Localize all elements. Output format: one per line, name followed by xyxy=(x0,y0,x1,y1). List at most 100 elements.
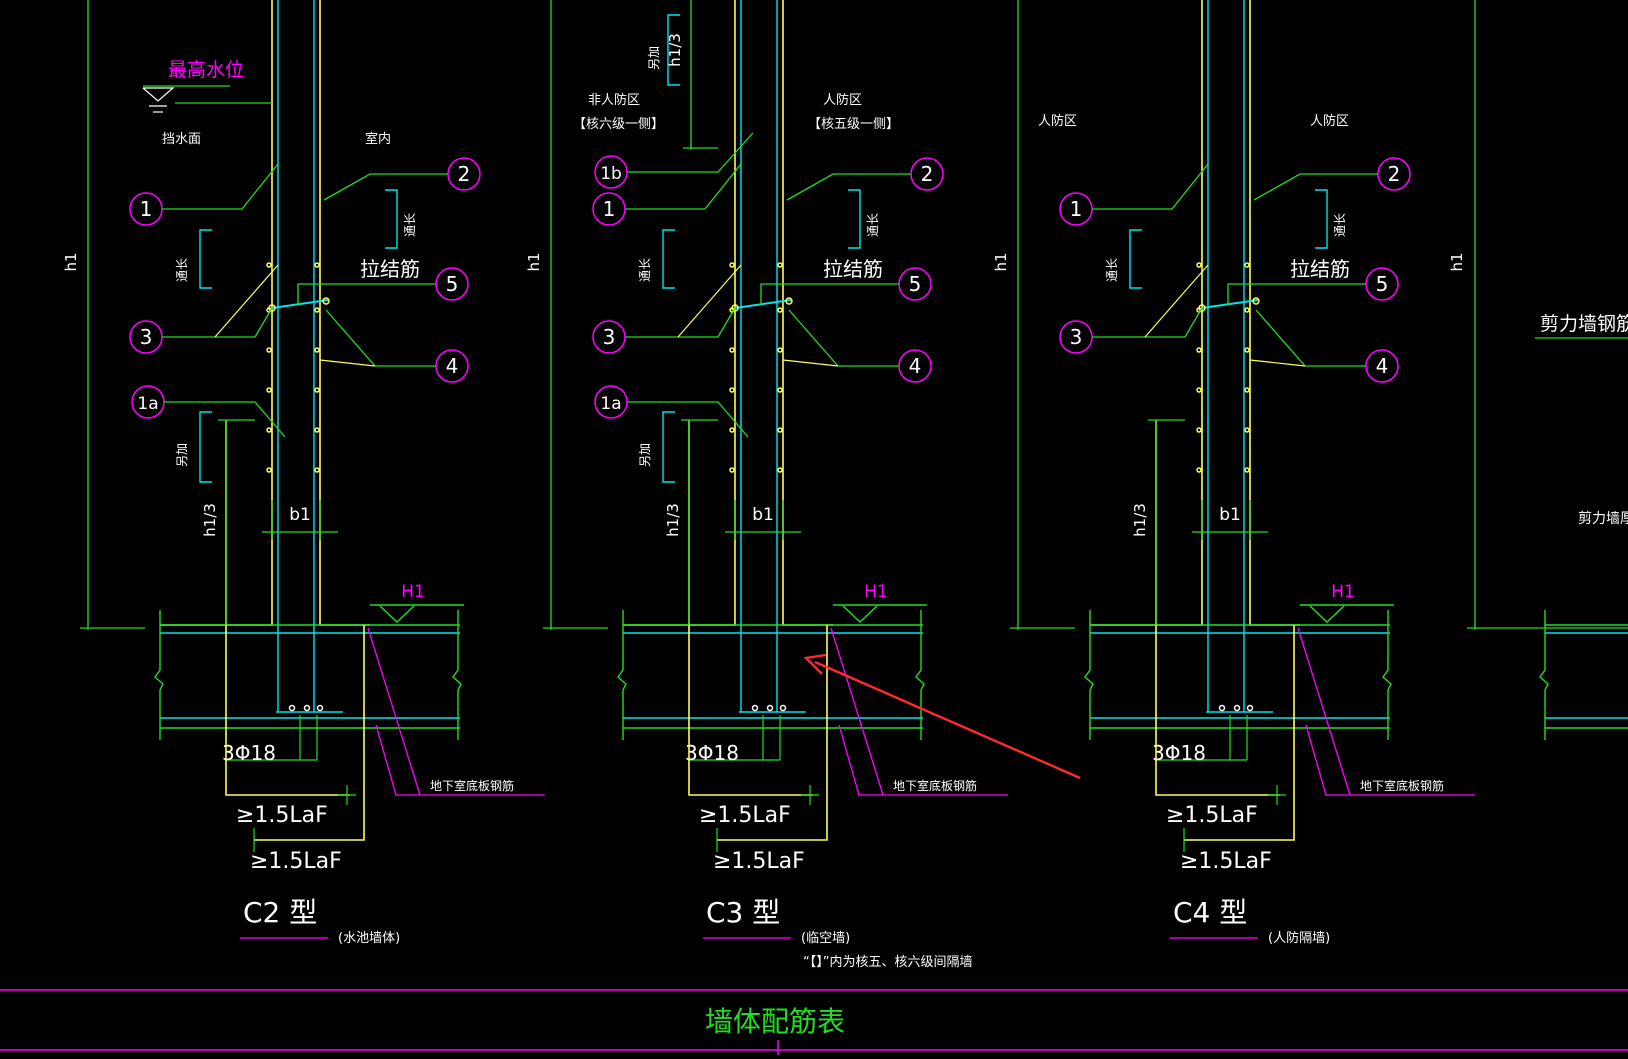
detail-type-label: C4 型 xyxy=(1173,896,1247,929)
length-bracket xyxy=(199,229,212,289)
rebar-dot xyxy=(729,467,735,473)
rebar-dot xyxy=(314,387,320,393)
arrow-head xyxy=(803,653,827,675)
b1-label: b1 xyxy=(289,505,311,525)
callout-2-number: 2 xyxy=(458,162,471,186)
detail-note: (水池墙体) xyxy=(338,931,400,946)
tie-end xyxy=(1252,297,1260,305)
level-triangle xyxy=(1309,605,1345,623)
slab-leader xyxy=(1297,627,1351,796)
callout-leader xyxy=(786,173,911,201)
length-bracket xyxy=(1315,189,1328,249)
anchor-bar-2 xyxy=(717,625,828,841)
rebar-dot xyxy=(777,427,783,433)
callout-leader xyxy=(625,163,742,210)
h13-label: h1/3 xyxy=(1131,503,1149,537)
rebar-dot xyxy=(266,262,272,268)
water-side-label: 挡水面 xyxy=(162,132,201,147)
anchorage-label: ≥1.5LaF xyxy=(250,849,342,874)
bars-label: 3Φ18 xyxy=(222,741,276,765)
anchorage-label: ≥1.5LaF xyxy=(713,849,805,874)
bar-dot xyxy=(1246,704,1254,712)
extra-label: 另加 xyxy=(647,46,661,70)
detail-type-label: C3 型 xyxy=(706,896,780,929)
anchorage-label: ≥1.5LaF xyxy=(1180,849,1272,874)
callout-1b-number: 1b xyxy=(600,164,622,184)
tie-bar-label: 拉结筋 xyxy=(1290,257,1350,281)
callout-1-number: 1 xyxy=(1070,197,1083,221)
rebar-dot xyxy=(1196,262,1202,268)
callout-leader xyxy=(1227,283,1366,305)
rebar-dot xyxy=(266,347,272,353)
callout-leader xyxy=(788,309,899,367)
callout-4-number: 4 xyxy=(1376,354,1389,378)
slab-leader xyxy=(375,724,397,796)
rebar-dot xyxy=(729,427,735,433)
rebar-dot xyxy=(266,387,272,393)
level-triangle xyxy=(842,605,878,623)
h1-label: h1 xyxy=(992,252,1010,271)
slab-leader xyxy=(838,724,860,796)
rebar-dot xyxy=(1196,467,1202,473)
extra-label: 另加 xyxy=(175,443,189,467)
callout-5-number: 5 xyxy=(1376,272,1389,296)
break-line-right xyxy=(452,610,462,740)
defense-note: 【核五级一侧】 xyxy=(808,117,899,132)
callout-leader xyxy=(1255,309,1366,367)
callout-leader xyxy=(164,401,286,438)
slab-leader xyxy=(1305,724,1327,796)
callout-5-number: 5 xyxy=(446,272,459,296)
anchorage-label: ≥1.5LaF xyxy=(699,803,791,828)
rebar-dot xyxy=(266,467,272,473)
non-defense-label: 非人防区 xyxy=(588,92,640,108)
callout-1a-number: 1a xyxy=(137,394,158,414)
tie-bar xyxy=(1201,299,1259,309)
anchor-bar-1 xyxy=(1155,420,1280,796)
break-line-right xyxy=(915,610,925,740)
indoor-label: 室内 xyxy=(365,131,391,147)
tie-bar-label: 拉结筋 xyxy=(823,257,883,281)
length-bracket xyxy=(848,189,861,249)
rebar-dot xyxy=(1196,387,1202,393)
extra-label: 另加 xyxy=(638,443,652,467)
rebar-dot xyxy=(777,467,783,473)
H1-label: H1 xyxy=(864,582,888,602)
arrow-shaft xyxy=(814,660,1081,780)
defense-label: 人防区 xyxy=(823,92,862,108)
rebar-dot xyxy=(1244,262,1250,268)
length-bracket xyxy=(662,411,675,483)
bars-label: 3Φ18 xyxy=(1152,741,1206,765)
callout-3-number: 3 xyxy=(603,325,616,349)
callout-leader xyxy=(627,132,754,173)
defense-zone-left: 人防区 xyxy=(1038,113,1077,129)
tie-end xyxy=(1198,304,1206,312)
rebar-leg xyxy=(214,264,279,338)
defense-zone-right: 人防区 xyxy=(1310,113,1349,129)
b1-label: b1 xyxy=(752,505,774,525)
rebar-dot xyxy=(729,347,735,353)
anchor-bar-1 xyxy=(688,420,813,796)
slab-rebar-label: 地下室底板钢筋 xyxy=(893,778,977,793)
callout-leader xyxy=(627,401,749,438)
tie-end xyxy=(268,304,276,312)
bar-dot xyxy=(316,704,324,712)
rebar-dot xyxy=(266,427,272,433)
rebar-leg xyxy=(782,359,839,367)
tie-bar xyxy=(734,299,792,309)
detail-note: (人防隔墙) xyxy=(1268,930,1330,946)
rebar-dot xyxy=(314,307,320,313)
rebar-dot xyxy=(314,347,320,353)
through-label: 通长 xyxy=(1333,213,1347,237)
rebar-dot xyxy=(1244,387,1250,393)
rebar-dot xyxy=(1244,467,1250,473)
b1-label: b1 xyxy=(1219,505,1241,525)
rebar-dot xyxy=(777,387,783,393)
through-label: 通长 xyxy=(403,213,417,237)
rebar-dot xyxy=(1196,427,1202,433)
